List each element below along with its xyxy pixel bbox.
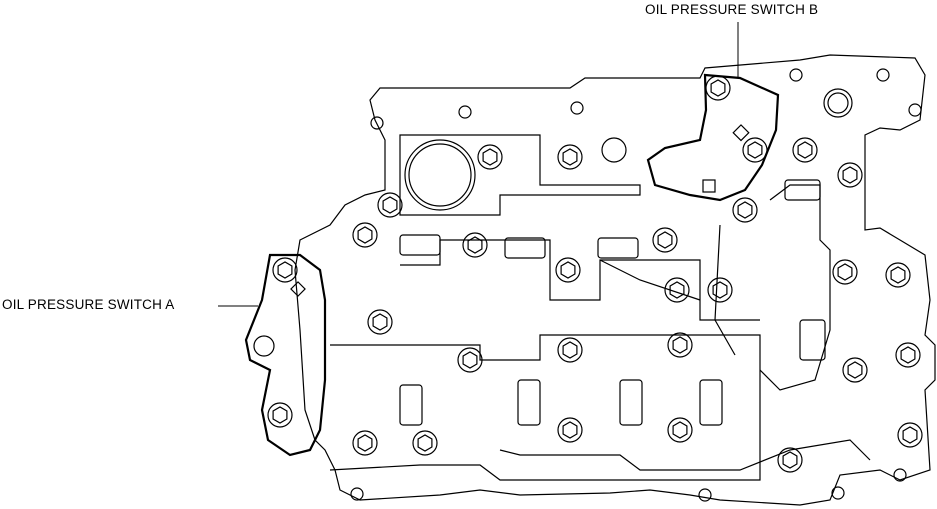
inner-channel <box>399 134 641 216</box>
bolt-washer <box>267 402 293 428</box>
bolt-hex-icon <box>900 346 916 364</box>
switch-a-terminal <box>290 281 306 297</box>
bolt-washer <box>832 259 858 285</box>
bolt-hex-icon <box>842 166 858 184</box>
inner-channel-2 <box>329 334 761 481</box>
bolt-washer <box>885 262 911 288</box>
bolt-hex-icon <box>657 231 673 249</box>
inner-channel-3 <box>400 239 760 321</box>
bolt-washer <box>557 417 583 443</box>
bolt-hex-icon <box>272 406 288 424</box>
solenoids <box>399 179 826 426</box>
switch-a-port <box>253 335 275 357</box>
bolt-washer <box>652 227 678 253</box>
wire-harness-line <box>499 439 871 471</box>
bolt-hex-icon <box>562 341 578 359</box>
bolt-washer <box>895 342 921 368</box>
bore <box>601 137 627 163</box>
bolt-hex-icon <box>560 261 576 279</box>
bolt-washer <box>667 417 693 443</box>
bolt-hex-icon <box>372 313 388 331</box>
large-bore-inner <box>408 143 472 207</box>
label-oil-pressure-switch-a: OIL PRESSURE SWITCH A <box>2 297 175 312</box>
bolt-washer <box>842 357 868 383</box>
large-bore <box>404 139 476 211</box>
switch-b-terminal <box>732 124 750 142</box>
oil-pressure-switch-b <box>646 73 780 202</box>
bolt-hex-icon <box>462 351 478 369</box>
oil-pressure-switch-a <box>244 253 327 457</box>
bolt-washer <box>352 430 378 456</box>
bolt-hex-icon <box>417 434 433 452</box>
bolt-hex-icon <box>837 263 853 281</box>
bolt-hex-icon <box>710 79 726 97</box>
bolt-washer <box>732 197 758 223</box>
bolt-washer <box>272 257 298 283</box>
bolt-hex-icon <box>797 141 813 159</box>
bolt-hex-icon <box>382 196 398 214</box>
bolt-hex-icon <box>747 141 763 159</box>
bolt-washer <box>555 257 581 283</box>
bolt-hex-icon <box>847 361 863 379</box>
bolt-hex-icon <box>562 421 578 439</box>
bolt-hex-icon <box>357 434 373 452</box>
bolt-hex-icon <box>782 451 798 469</box>
bolt-hex-icon <box>562 148 578 166</box>
bolt-hex-icon <box>357 226 373 244</box>
bolt-washer <box>557 144 583 170</box>
bolt-hex-icon <box>467 236 483 254</box>
bolt-washer <box>377 192 403 218</box>
bolt-hex-icon <box>482 148 498 166</box>
bolt-hex-icon <box>902 426 918 444</box>
bolt-hex-icon <box>277 261 293 279</box>
bolt-washer <box>412 430 438 456</box>
bolt-hex-icon <box>672 421 688 439</box>
bolts <box>267 75 923 473</box>
bolt-hex-icon <box>712 281 728 299</box>
bolt-washer <box>352 222 378 248</box>
bore <box>823 88 853 118</box>
label-oil-pressure-switch-b: OIL PRESSURE SWITCH B <box>645 2 819 17</box>
inner-channel-4 <box>759 184 831 391</box>
bolt-washer <box>457 347 483 373</box>
bolt-washer <box>477 144 503 170</box>
wire-harness-line <box>599 224 736 356</box>
bolt-hex-icon <box>737 201 753 219</box>
bolt-hex-icon <box>669 281 685 299</box>
bolt-washer <box>367 309 393 335</box>
small-holes <box>350 68 922 502</box>
switch-b-connector <box>702 179 716 193</box>
bolt-washer <box>667 332 693 358</box>
bolt-washer <box>837 162 863 188</box>
bolt-washer <box>707 277 733 303</box>
valve-body-outline <box>294 54 936 506</box>
bolt-hex-icon <box>890 266 906 284</box>
bolt-washer <box>792 137 818 163</box>
bolt-washer <box>897 422 923 448</box>
bolt-hex-icon <box>672 336 688 354</box>
bolt-washer <box>462 232 488 258</box>
bolt-washer <box>557 337 583 363</box>
bore-inner <box>827 92 849 114</box>
bolt-washer <box>664 277 690 303</box>
bolt-washer <box>777 447 803 473</box>
